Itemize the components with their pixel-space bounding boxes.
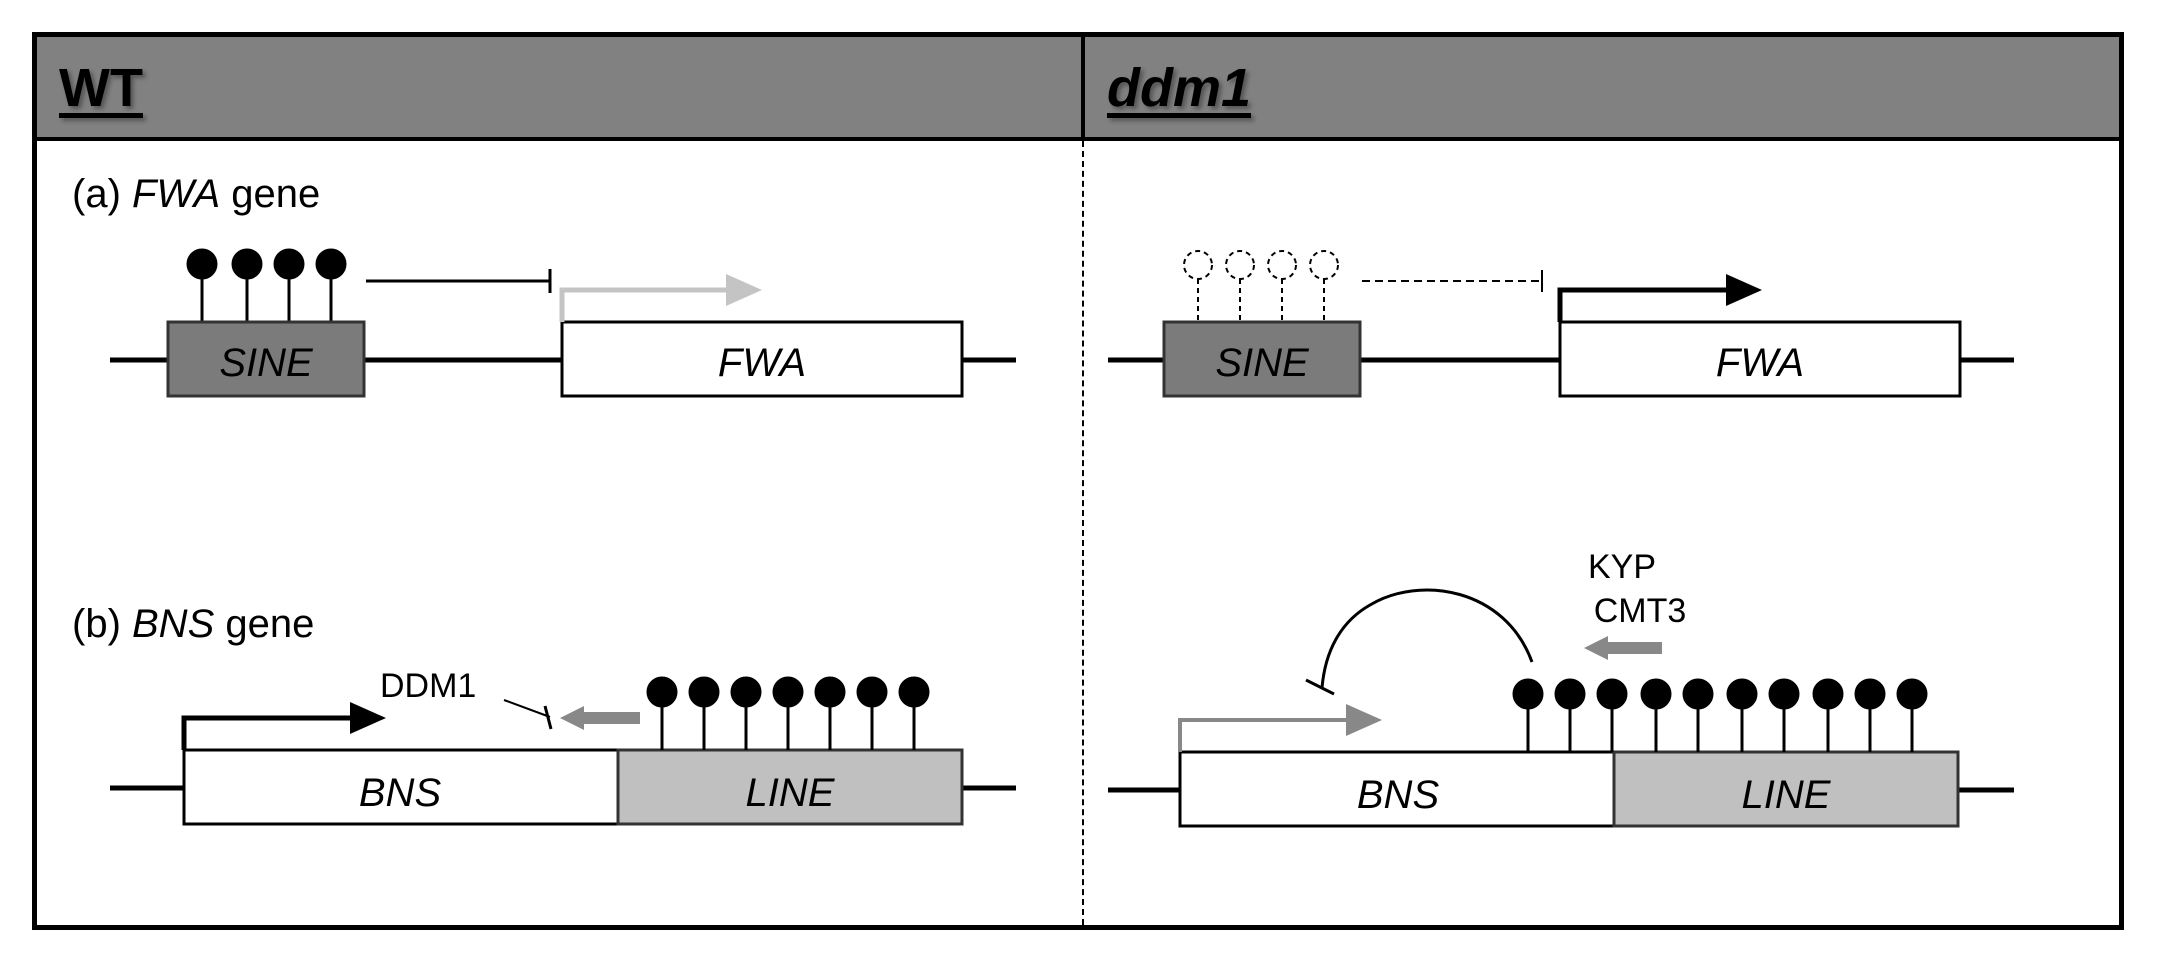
ddm1-bns-promoter-arrow-icon: [1346, 704, 1382, 736]
wt-fwa-label: FWA: [718, 341, 806, 385]
methyl-mark: [1854, 678, 1886, 710]
unmethyl-mark: [1309, 250, 1339, 280]
wt-title: WT: [59, 58, 143, 118]
methyl-mark: [730, 676, 762, 708]
wt-fwa-locus: SINE FWA: [110, 248, 1016, 398]
ddm1-fwa-box: [1558, 320, 1962, 398]
methyl-mark: [646, 676, 678, 708]
ddm1-factor-label: DDM1: [380, 667, 476, 705]
ddm1-sine-box: [1162, 320, 1362, 398]
section-b-label: (b) BNS gene: [72, 602, 314, 646]
wt-spreading-arrow-icon: [560, 706, 584, 730]
ddm1-title: ddm1: [1107, 58, 1252, 118]
ddm1-fwa-promoter-arrow-icon: [1726, 274, 1762, 306]
cmt3-factor-label: CMT3: [1594, 592, 1687, 630]
wt-sine-label: SINE: [219, 341, 314, 385]
ddm1-inhibition-line: [503, 699, 551, 718]
wt-sine-box: [166, 320, 366, 398]
wt-sine-methyl-marks: [186, 248, 347, 322]
ddm1-sine-label: SINE: [1215, 341, 1310, 385]
methyl-mark: [856, 676, 888, 708]
unmethyl-mark: [1225, 250, 1255, 280]
wt-line-label: LINE: [746, 771, 836, 815]
kyp-factor-label: KYP: [1588, 548, 1656, 586]
section-a-label: (a) FWA gene: [72, 172, 320, 216]
ddm1-bns-repression-arc: [1320, 588, 1534, 689]
methyl-mark: [1640, 678, 1672, 710]
ddm1-header: ddm1: [1085, 37, 2119, 141]
wt-bns-promoter-arrow-icon: [350, 702, 386, 734]
methyl-mark: [1596, 678, 1628, 710]
wt-bns-label: BNS: [359, 771, 442, 815]
wt-fwa-box: [560, 320, 964, 398]
ddm1-fwa-promoter-arrow-stem: [1557, 287, 1735, 322]
wt-line-methyl-marks: [646, 676, 930, 750]
methyl-mark: [273, 248, 305, 280]
panel-divider-dashed: [1082, 141, 1084, 925]
wt-header: WT: [37, 37, 1081, 141]
methyl-mark: [315, 248, 347, 280]
ddm1-line-methyl-marks: [1512, 678, 1928, 752]
methyl-mark: [898, 676, 930, 708]
ddm1-inhibition-bar: [543, 705, 553, 730]
ddm1-line-label: LINE: [1742, 773, 1832, 817]
methyl-mark: [814, 676, 846, 708]
methyl-mark: [231, 248, 263, 280]
ddm1-bns-locus: BNS LINE: [1108, 548, 2014, 828]
ddm1-fwa-locus: SINE FWA: [1108, 250, 2014, 398]
methyl-mark: [186, 248, 218, 280]
methyl-mark: [688, 676, 720, 708]
methyl-mark: [1554, 678, 1586, 710]
unmethyl-mark: [1183, 250, 1213, 280]
unmethyl-mark: [1267, 250, 1297, 280]
methyl-mark: [1896, 678, 1928, 710]
panel-divider-header: [1081, 37, 1085, 141]
wt-bns-promoter-arrow-stem: [181, 715, 358, 750]
methyl-mark: [1682, 678, 1714, 710]
ddm1-bns-promoter-arrow-stem: [1178, 718, 1355, 752]
ddm1-bns-repression-bar: [1305, 678, 1335, 696]
ddm1-fwa-label: FWA: [1716, 341, 1804, 385]
methyl-mark: [1768, 678, 1800, 710]
wt-fwa-promoter-arrow-icon: [726, 274, 762, 306]
methyl-mark: [1812, 678, 1844, 710]
ddm1-sine-unmethyl-marks: [1183, 250, 1339, 322]
methyl-mark: [1512, 678, 1544, 710]
methyl-mark: [772, 676, 804, 708]
ddm1-spreading-arrow-icon: [1584, 636, 1608, 660]
wt-line-box: [616, 748, 964, 826]
methyl-mark: [1726, 678, 1758, 710]
ddm1-bns-label: BNS: [1357, 773, 1440, 817]
wt-fwa-promoter-arrow-stem: [559, 287, 735, 322]
wt-bns-locus: BNS LINE DDM1: [110, 667, 1016, 826]
ddm1-line-box: [1612, 750, 1960, 828]
